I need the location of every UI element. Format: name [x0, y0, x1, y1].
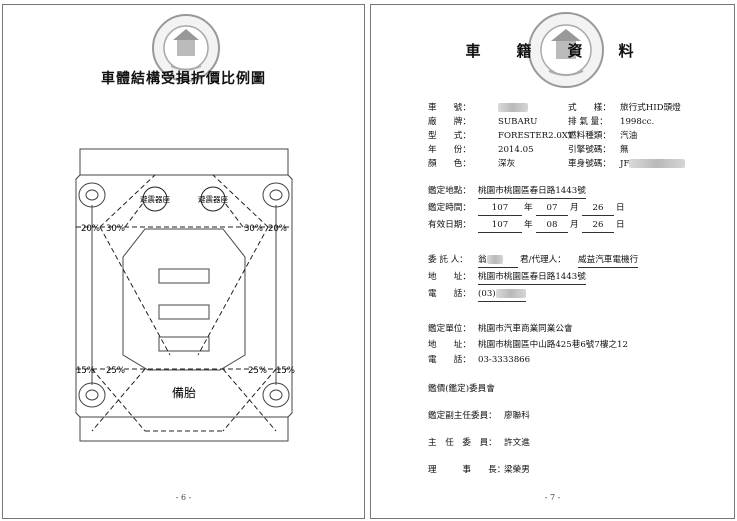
plate-redacted [498, 102, 528, 115]
page-number: - 6 - [175, 493, 192, 502]
percent-label: 15% [276, 366, 295, 376]
percent-label: 15% [76, 366, 95, 376]
percent-label: 25% [106, 366, 125, 376]
percent-label: 25% [248, 366, 267, 376]
percent-label: 30% [106, 224, 125, 234]
committee-title: 鑑價(鑑定)委員會 [428, 384, 495, 394]
diagram-title: 車體結構受損折價比例圖 [101, 71, 266, 87]
page-7: 車籍資料 車 號： 式 樣： 旅行式HID頭燈 廠 牌： SUBARU 排 氣 … [370, 4, 735, 519]
document-title: 車籍資料 [465, 42, 670, 60]
page-6: 車體結構受損折價比例圖 [2, 4, 365, 519]
airbag-label-left: 避震器座 [140, 194, 170, 204]
phone-redacted: (03) [478, 288, 526, 302]
page-number: - 7 - [544, 493, 561, 502]
percent-label: 30% [244, 224, 263, 234]
percent-label: 20% [268, 224, 287, 234]
car-body-diagram: 避震器座 避震器座 20% 30% 30% 20% 15% 25% 25% 15… [75, 148, 295, 442]
association-seal [152, 14, 220, 82]
percent-label: 20% [81, 224, 100, 234]
association-seal [528, 12, 604, 88]
airbag-label-right: 避震器座 [198, 194, 228, 204]
spare-tire-label: 備胎 [172, 385, 196, 400]
client-redacted: 翁 [478, 254, 518, 268]
vin-redacted: JF [620, 158, 686, 171]
